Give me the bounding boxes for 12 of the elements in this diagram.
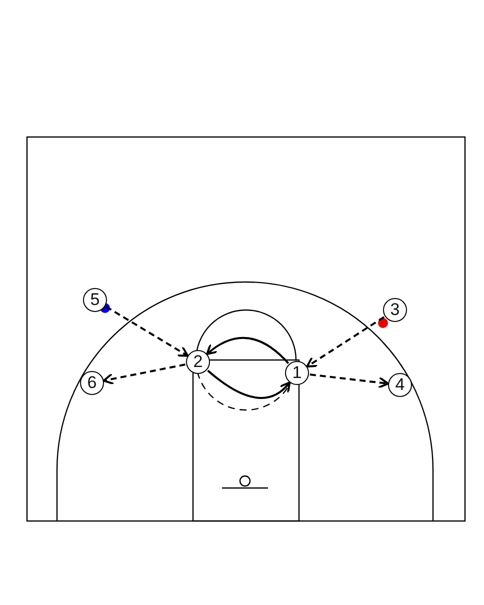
player-circle: 3 <box>383 298 407 322</box>
pass-arrow <box>310 374 390 389</box>
player-circle: 5 <box>83 288 107 312</box>
player-circle: 4 <box>388 373 412 397</box>
pass-arrow <box>106 306 189 357</box>
player-circle: 6 <box>80 371 104 395</box>
cut-arrow <box>207 370 291 399</box>
pass-arrow <box>306 316 385 368</box>
cut-arrow <box>206 336 290 364</box>
pass-arrow <box>102 364 186 385</box>
player-circle: 2 <box>186 350 210 374</box>
player-circle: 1 <box>285 361 309 385</box>
